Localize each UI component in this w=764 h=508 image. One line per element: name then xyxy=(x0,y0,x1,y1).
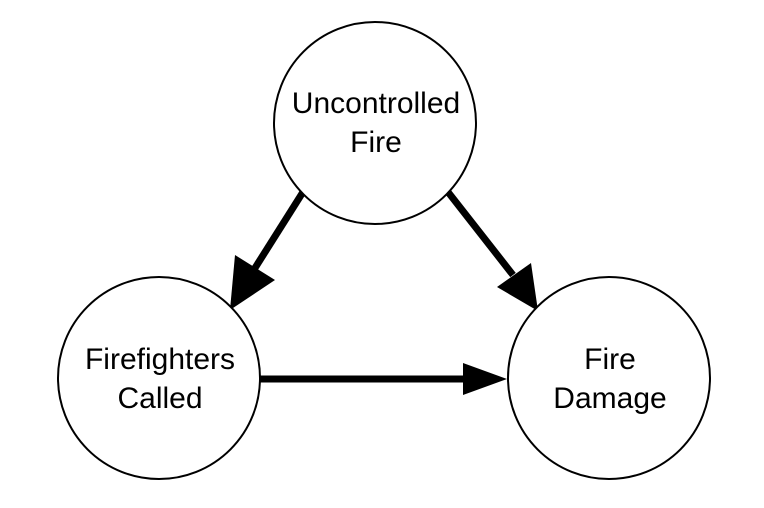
edge-line xyxy=(252,190,306,270)
node-label-line2: Called xyxy=(117,382,202,415)
node-label-line1: Fire xyxy=(584,343,636,376)
arrow-head xyxy=(497,263,538,311)
arrow-head xyxy=(463,363,507,395)
node-firefighters-called: Firefighters Called xyxy=(57,276,261,480)
edge-uncontrolled-fire-to-fire-damage xyxy=(445,189,538,311)
node-label-line2: Damage xyxy=(553,382,666,415)
edge-firefighters-called-to-fire-damage xyxy=(260,363,507,395)
edge-line xyxy=(445,189,516,278)
arrow-head xyxy=(230,255,275,310)
node-uncontrolled-fire: Uncontrolled Fire xyxy=(273,21,477,225)
node-circle xyxy=(273,21,477,225)
node-label-line1: Uncontrolled xyxy=(292,87,460,120)
edges xyxy=(230,189,538,395)
node-label-line2: Fire xyxy=(350,126,402,159)
node-label-line1: Firefighters xyxy=(85,343,235,376)
node-fire-damage: Fire Damage xyxy=(507,276,711,480)
node-circle xyxy=(57,276,261,480)
node-circle xyxy=(507,276,711,480)
edge-uncontrolled-fire-to-firefighters-called xyxy=(230,190,306,310)
